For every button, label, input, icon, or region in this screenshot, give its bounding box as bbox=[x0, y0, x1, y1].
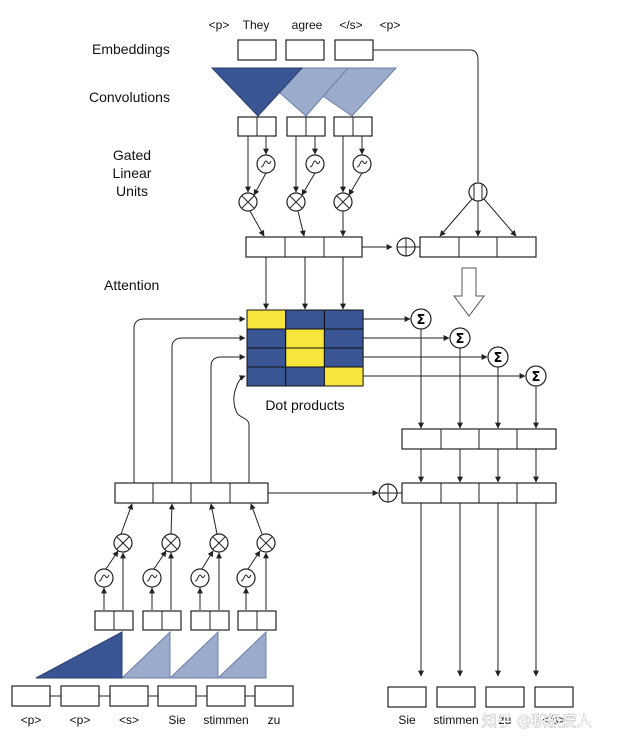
target-token: <p> bbox=[380, 18, 401, 32]
encoder-states bbox=[114, 482, 269, 504]
target-token: <p> bbox=[209, 18, 230, 32]
target-token: agree bbox=[292, 18, 323, 32]
conv-kernel-light bbox=[168, 630, 219, 679]
attention-label: Attention bbox=[104, 277, 159, 293]
source-token: zu bbox=[268, 713, 281, 727]
attention-cell bbox=[323, 328, 364, 349]
decoder-states bbox=[245, 236, 363, 258]
sum-icon: Σ bbox=[532, 370, 541, 385]
target-token-labels: <p> They agree </s> <p> bbox=[209, 18, 401, 32]
sigmoid-icon bbox=[352, 154, 372, 174]
decoder-conv-outputs bbox=[237, 116, 373, 137]
watermark: 知乎 @积极废人 bbox=[482, 712, 592, 730]
target-embeddings bbox=[237, 39, 374, 61]
attention-cell bbox=[323, 366, 364, 387]
embedding-box bbox=[254, 685, 294, 707]
glu-label-line2: Linear bbox=[113, 165, 152, 181]
output-tokens: Sie stimmen zu </s> bbox=[387, 686, 574, 727]
sum-icon: Σ bbox=[417, 313, 426, 328]
attention-cell bbox=[323, 309, 364, 330]
output-box bbox=[387, 686, 427, 708]
glu-label-line3: Units bbox=[116, 183, 148, 199]
output-token: Sie bbox=[398, 713, 416, 727]
decoder-glu bbox=[238, 136, 372, 237]
sigmoid-icon bbox=[142, 568, 162, 588]
output-box bbox=[436, 686, 476, 708]
sum-icon: Σ bbox=[494, 351, 503, 366]
output-token: zu bbox=[499, 713, 512, 727]
sigmoid-icon bbox=[305, 154, 325, 174]
embedding-box bbox=[285, 39, 325, 61]
target-token: </s> bbox=[339, 18, 362, 32]
sum-node: Σ bbox=[410, 308, 432, 330]
source-token: stimmen bbox=[203, 713, 248, 727]
output-token: </s> bbox=[542, 713, 565, 727]
sigmoid-icon bbox=[256, 154, 276, 174]
copy-icon bbox=[468, 182, 488, 202]
attention-matrix bbox=[246, 309, 364, 387]
embedding-box bbox=[60, 685, 100, 707]
decoder-state-row bbox=[245, 236, 363, 258]
context-row bbox=[401, 428, 557, 450]
sigmoid-icon bbox=[94, 568, 114, 588]
embeddings-label: Embeddings bbox=[92, 41, 170, 57]
encoder-glu bbox=[94, 503, 276, 610]
sum-node: Σ bbox=[487, 346, 509, 368]
decoder-convolutions bbox=[210, 67, 398, 117]
output-box bbox=[534, 686, 574, 708]
output-box bbox=[485, 686, 525, 708]
combined-row bbox=[401, 482, 557, 504]
encoder-convolutions bbox=[35, 630, 267, 679]
attention-cell bbox=[285, 309, 325, 330]
embedding-box bbox=[157, 685, 197, 707]
conv-kernel-light bbox=[120, 630, 171, 679]
conv-kernel-light bbox=[216, 630, 267, 679]
attention-cell bbox=[323, 347, 364, 368]
sum-node: Σ bbox=[449, 327, 471, 349]
attention-cell bbox=[246, 309, 287, 330]
dot-products-label: Dot products bbox=[265, 397, 344, 413]
glu-label-line1: Gated bbox=[113, 147, 151, 163]
conv-kernel-dark bbox=[35, 631, 123, 679]
sum-node: Σ bbox=[525, 365, 547, 387]
encoder-conv-outputs bbox=[94, 610, 277, 631]
attention-cell bbox=[285, 366, 325, 387]
embedding-box bbox=[334, 39, 374, 61]
convolutions-label: Convolutions bbox=[89, 89, 170, 105]
embedding-box bbox=[109, 685, 149, 707]
source-token: <s> bbox=[119, 713, 139, 727]
source-token-labels: <p> <p> <s> Sie stimmen zu bbox=[21, 713, 281, 727]
embedding-box bbox=[237, 39, 277, 61]
attention-cell bbox=[246, 347, 287, 368]
attention-cell bbox=[246, 366, 287, 387]
attention-cell bbox=[285, 328, 325, 349]
down-arrow-icon bbox=[453, 267, 485, 317]
target-token: They bbox=[243, 18, 270, 32]
conv-kernel-dark bbox=[210, 67, 304, 117]
output-token: stimmen bbox=[433, 713, 478, 727]
sigmoid-icon bbox=[190, 568, 210, 588]
residual-row bbox=[419, 236, 537, 258]
embedding-box bbox=[206, 685, 246, 707]
attention-sums: Σ Σ Σ Σ bbox=[410, 308, 547, 387]
embedding-box bbox=[11, 685, 51, 707]
attention-cell bbox=[285, 347, 325, 368]
attention-cell bbox=[246, 328, 287, 349]
sum-icon: Σ bbox=[456, 332, 465, 347]
decoder-residual-row bbox=[419, 236, 537, 258]
source-token: Sie bbox=[168, 713, 186, 727]
sigmoid-icon bbox=[236, 568, 256, 588]
source-token: <p> bbox=[21, 713, 42, 727]
source-token: <p> bbox=[70, 713, 91, 727]
